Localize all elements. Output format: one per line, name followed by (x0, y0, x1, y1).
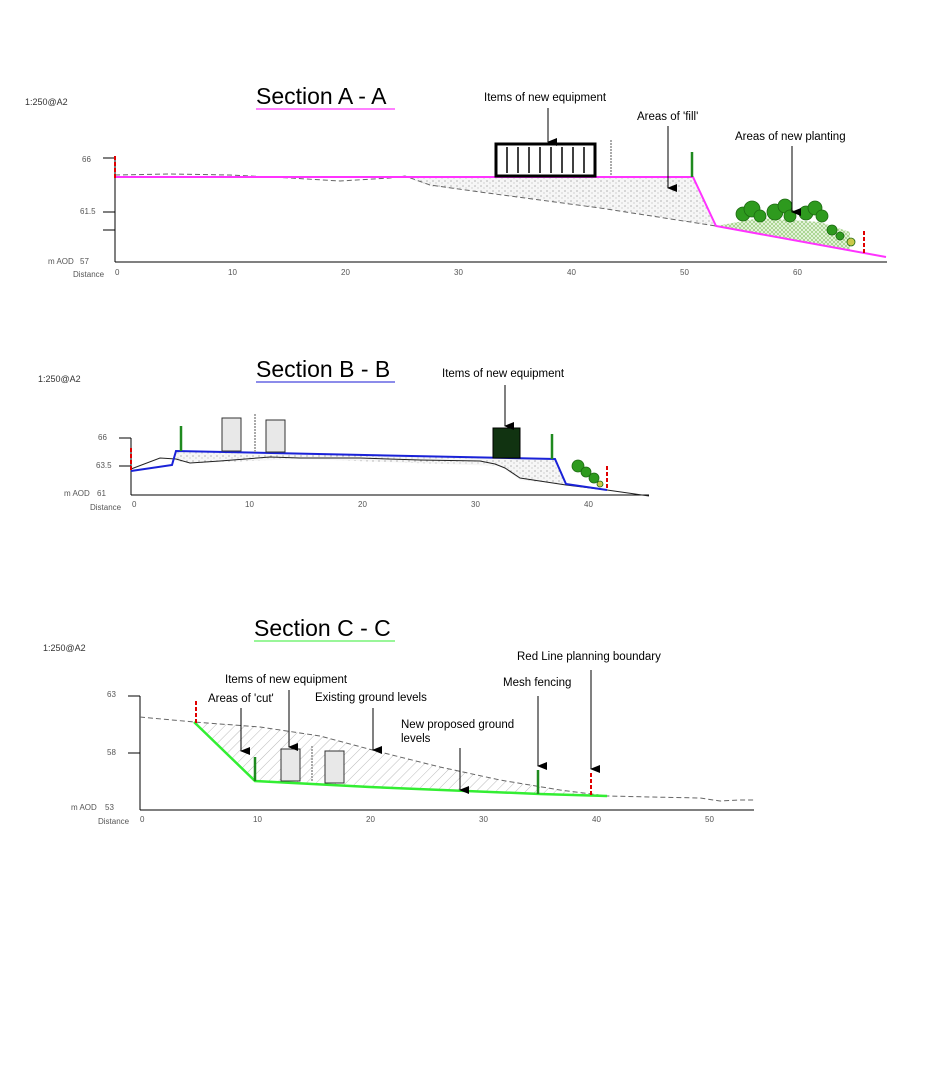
section-b-x-label: 20 (358, 500, 367, 509)
section-b-x-label: 40 (584, 500, 593, 509)
section-b-distance-label: Distance (90, 503, 122, 512)
section-b-title: Section B - B (256, 356, 390, 382)
section-b-planting (571, 459, 604, 488)
section-b: Section B - B 1:250@A2 66 63.5 m AOD 61 … (38, 356, 650, 512)
section-b-y-label: 61 (97, 489, 106, 498)
section-a-distance-label: Distance (73, 270, 105, 279)
section-a-scale: 1:250@A2 (25, 97, 68, 107)
section-a-fill-area (405, 177, 716, 226)
section-c-annotation-equipment: Items of new equipment (225, 674, 348, 686)
section-b-scale: 1:250@A2 (38, 374, 81, 384)
section-c-title: Section C - C (254, 615, 391, 641)
section-b-datum-label: m AOD (64, 489, 90, 498)
section-b-x-label: 0 (132, 500, 137, 509)
section-c-annotation-red-line: Red Line planning boundary (517, 651, 661, 663)
section-b-y-label: 66 (98, 433, 107, 442)
section-b-fill-area (176, 451, 566, 484)
section-c-annotation-proposed-2: levels (401, 733, 431, 745)
section-c-y-label: 53 (105, 803, 114, 812)
section-a-x-label: 40 (567, 268, 576, 277)
section-a-annotation-fill: Areas of 'fill' (637, 111, 698, 123)
section-a-y-label: 61.5 (80, 207, 96, 216)
section-a-planting (735, 198, 856, 247)
section-a-x-label: 20 (341, 268, 350, 277)
section-c-x-label: 30 (479, 815, 488, 824)
section-c-annotation-fencing: Mesh fencing (503, 677, 571, 689)
section-a-title: Section A - A (256, 83, 387, 109)
section-a-x-label: 50 (680, 268, 689, 277)
section-c-proposed-ground (193, 721, 608, 798)
section-a-equipment (494, 142, 597, 178)
section-c-annotation-proposed: New proposed ground (401, 719, 514, 731)
section-c-y-label: 58 (107, 748, 116, 757)
section-c-existing-ground (139, 716, 754, 802)
section-b-y-label: 63.5 (96, 461, 112, 470)
section-c-x-label: 20 (366, 815, 375, 824)
section-c-x-label: 0 (140, 815, 145, 824)
section-a-planting-area (716, 218, 850, 250)
section-a-y-label: 57 (80, 257, 89, 266)
section-c-y-label: 63 (107, 690, 116, 699)
section-a-annotation-equipment: Items of new equipment (484, 92, 607, 104)
section-b-proposed-ground (130, 449, 608, 491)
section-a-x-label: 0 (115, 268, 120, 277)
section-a-datum-label: m AOD (48, 257, 74, 266)
section-c-x-label: 40 (592, 815, 601, 824)
section-b-x-label: 30 (471, 500, 480, 509)
section-a-x-label: 10 (228, 268, 237, 277)
section-b-existing-ground (130, 456, 650, 497)
section-c-datum-label: m AOD (71, 803, 97, 812)
section-c-cabinet (324, 750, 345, 784)
section-b-x-label: 10 (245, 500, 254, 509)
section-c: Section C - C 1:250@A2 63 58 m AOD 53 Di… (43, 615, 754, 826)
section-a-proposed-ground (115, 176, 887, 258)
section-a-y-label: 66 (82, 155, 91, 164)
section-c-x-label: 50 (705, 815, 714, 824)
section-b-equipment (492, 427, 521, 459)
section-c-annotation-existing: Existing ground levels (315, 692, 427, 704)
section-a-x-label: 30 (454, 268, 463, 277)
section-c-distance-label: Distance (98, 817, 130, 826)
section-b-cabinet (221, 417, 242, 452)
section-b-annotation-equipment: Items of new equipment (442, 368, 565, 380)
section-a-annotation-planting: Areas of new planting (735, 131, 846, 143)
section-c-x-label: 10 (253, 815, 262, 824)
section-a: Section A - A 1:250@A2 66 61.5 m AOD 57 … (25, 83, 887, 279)
section-c-annotation-cut: Areas of 'cut' (208, 693, 274, 705)
section-c-cabinet (280, 748, 301, 782)
section-b-cabinet (265, 419, 286, 453)
section-a-x-label: 60 (793, 268, 802, 277)
section-c-scale: 1:250@A2 (43, 643, 86, 653)
